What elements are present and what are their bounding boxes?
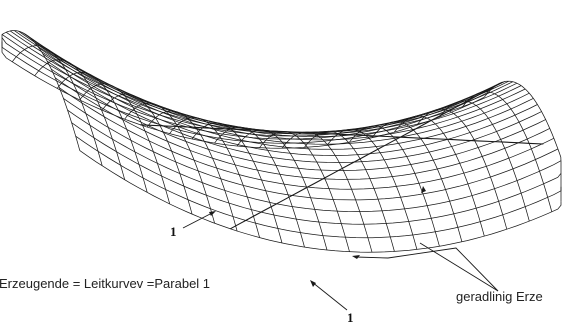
mesh-line-v: [79, 150, 562, 253]
mesh-line-v: [1, 41, 489, 144]
mesh-line-v: [54, 77, 550, 180]
straight-generator-line: [140, 124, 544, 145]
mesh-line-v: [38, 47, 534, 150]
leader-arrow-parabola: [355, 256, 389, 259]
mesh-line-v: [63, 98, 559, 201]
leader-arrow-right-caption: [387, 247, 499, 292]
arrowhead-upper-1: [209, 211, 216, 216]
arrowhead-lower-1: [310, 280, 316, 287]
marker-label-lower-1: 1: [347, 310, 354, 325]
leader-arrows: [182, 186, 499, 311]
mesh-line-v: [34, 42, 530, 145]
mesh-line-v: [71, 122, 562, 225]
caption-straight-generators: geradlinig Erze: [456, 289, 543, 304]
straight-generator-lines: [140, 81, 544, 230]
mesh-line-v: [42, 53, 538, 156]
caption-parabola: Erzeugende = Leitkurvev =Parabel 1: [0, 276, 210, 291]
arrowhead-generator: [421, 186, 426, 193]
straight-generator-line: [230, 81, 503, 230]
mesh-line-v: [26, 34, 522, 137]
leader-arrow-right-caption-2: [419, 242, 499, 292]
mesh-line-v: [30, 38, 526, 141]
mesh-line-v: [59, 87, 554, 190]
hyperbolic-paraboloid-mesh: [1, 30, 562, 253]
leader-arrow-lower-1: [311, 281, 348, 311]
mesh-line-v: [67, 109, 562, 212]
leader-arrow-upper-1: [182, 211, 215, 229]
marker-label-upper-1: 1: [170, 224, 177, 239]
mesh-line-v: [75, 135, 562, 239]
mesh-line-v: [46, 60, 542, 163]
mesh-line-v: [50, 68, 546, 171]
